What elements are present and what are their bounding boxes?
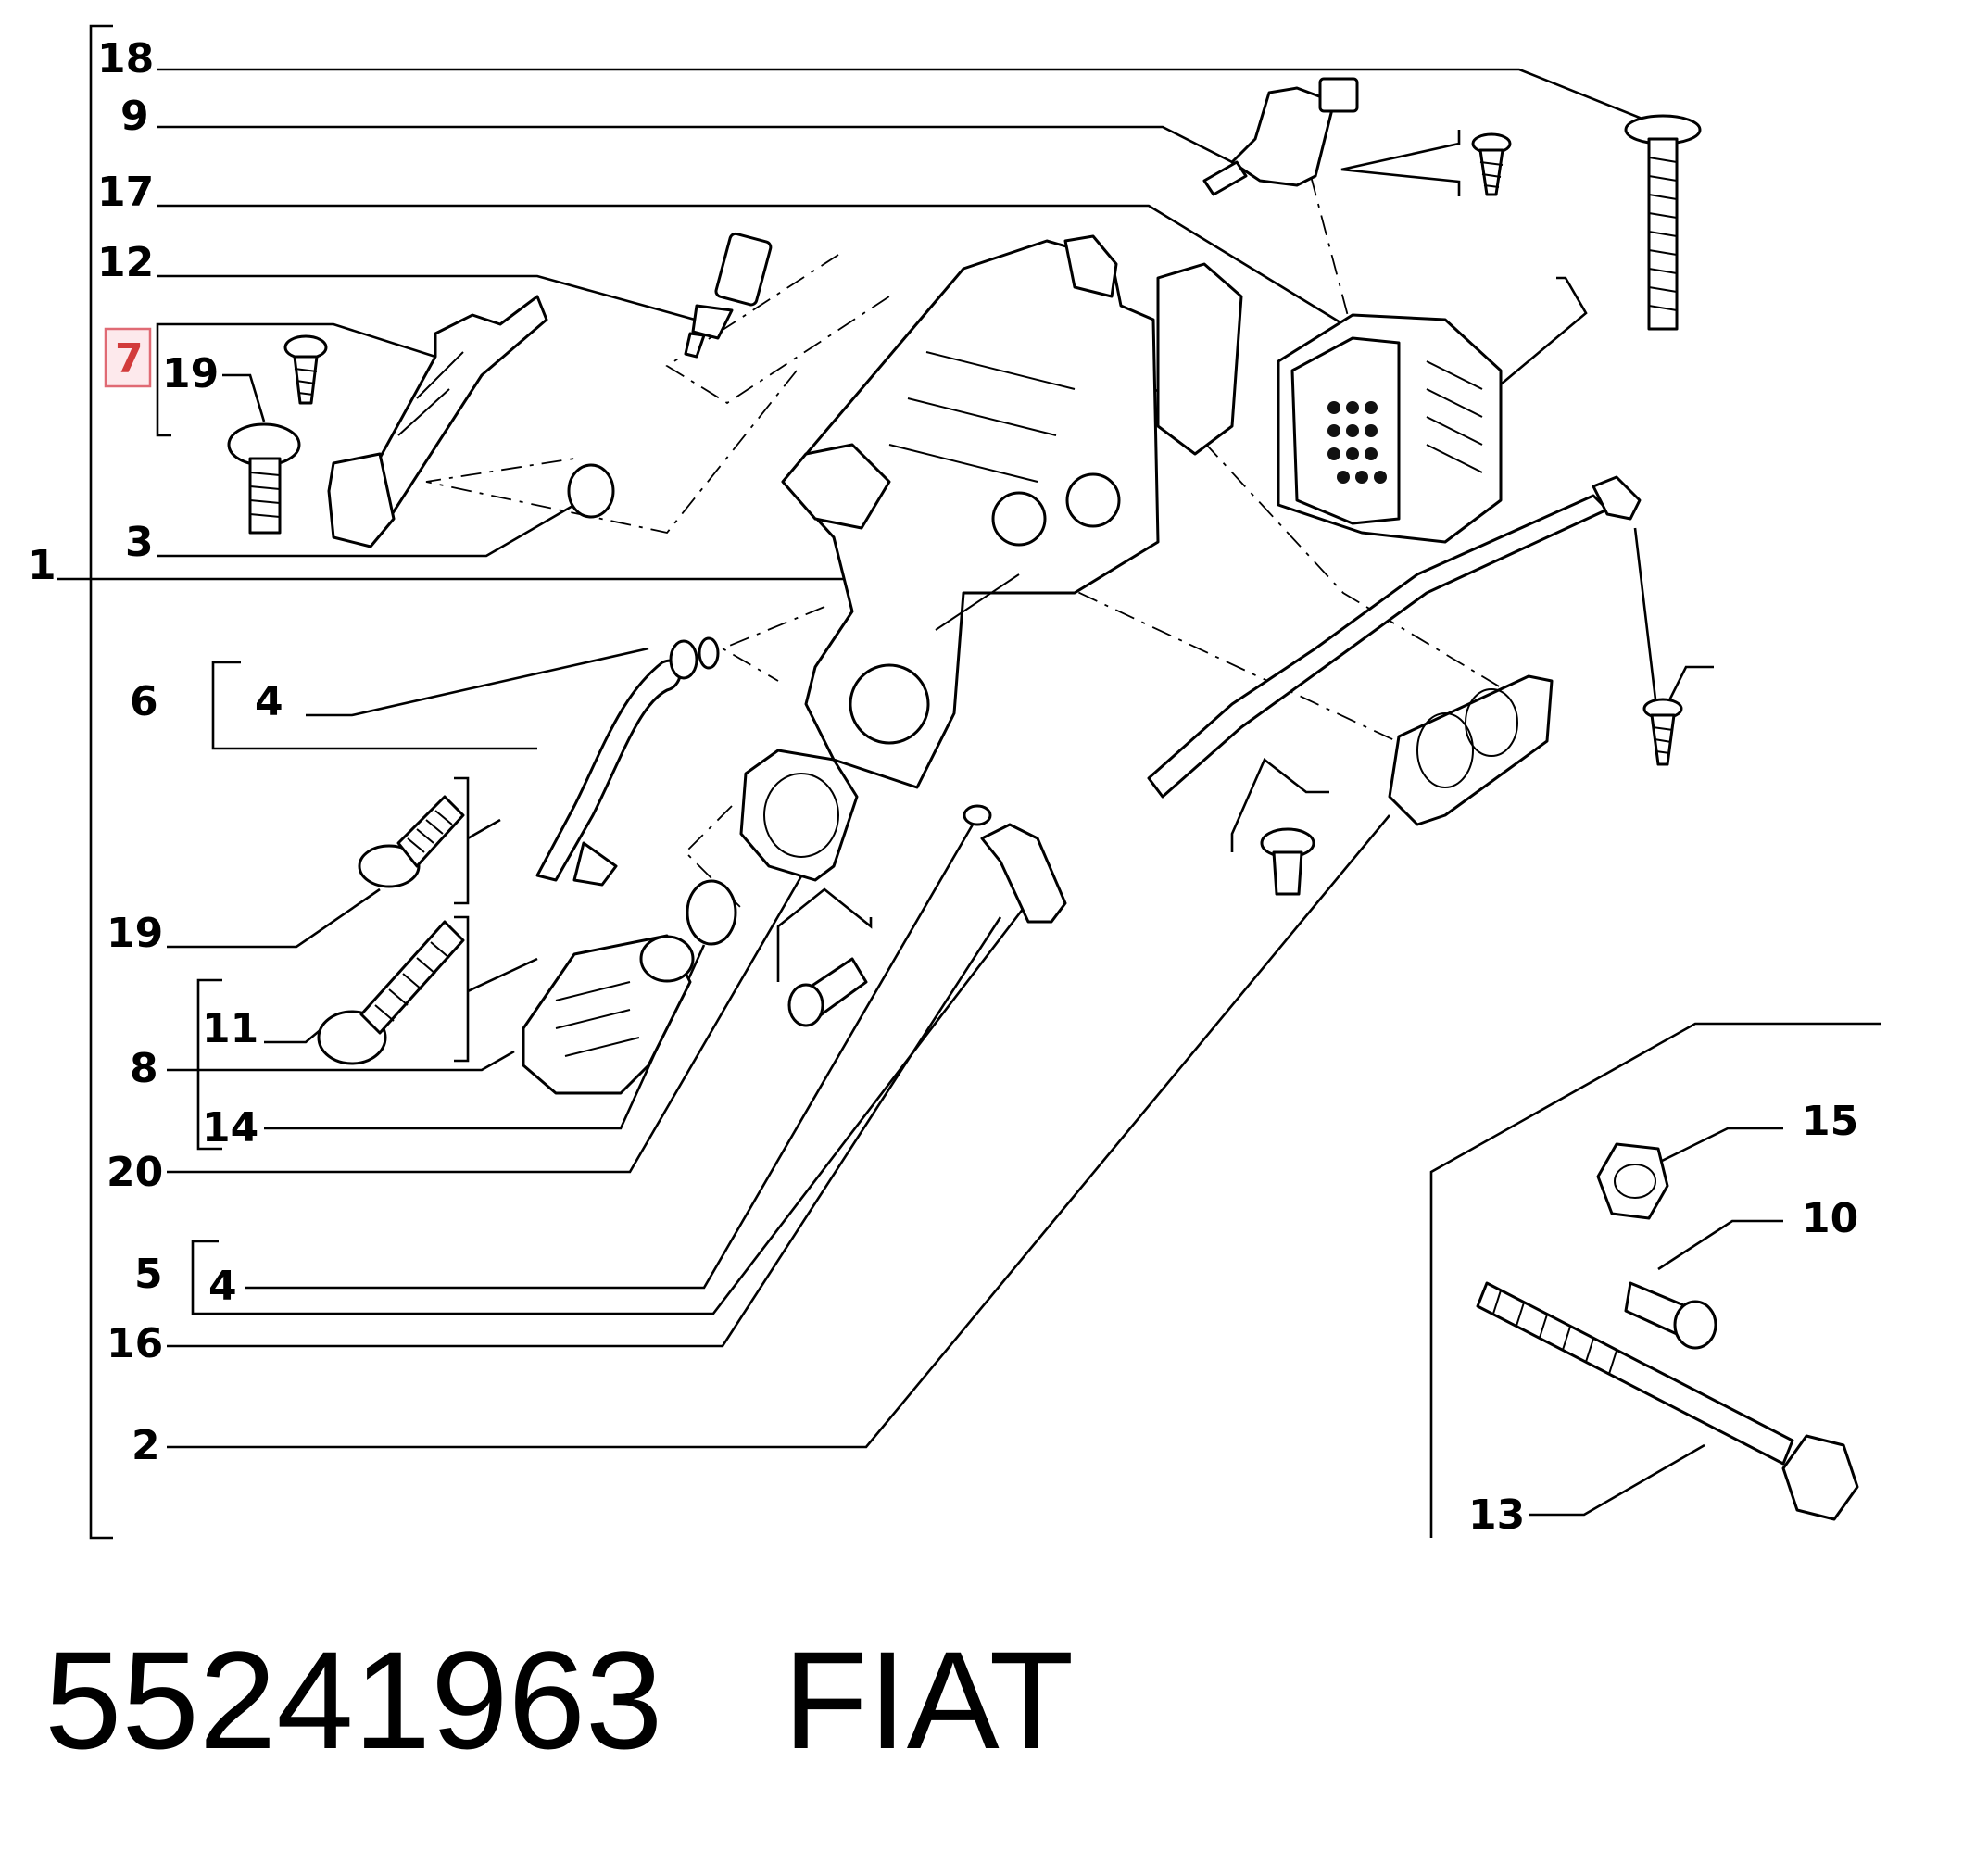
callout-9: 9 bbox=[120, 93, 149, 140]
callout-4a: 4 bbox=[255, 678, 283, 725]
leader-13 bbox=[1529, 1443, 1705, 1517]
egr-cooler-body-1 bbox=[781, 234, 1160, 789]
o-ring-14 bbox=[686, 879, 737, 946]
screw-bracket-top bbox=[1340, 130, 1461, 196]
subgroup-8-bracket bbox=[196, 978, 222, 1151]
gasket-2 bbox=[1388, 674, 1554, 826]
leader-12 bbox=[157, 274, 696, 321]
callout-15: 15 bbox=[1802, 1098, 1858, 1145]
leader-10 bbox=[1657, 1219, 1783, 1271]
self-tapping-screw-top bbox=[1471, 132, 1512, 196]
callout-5: 5 bbox=[134, 1251, 163, 1298]
flange-screw-18 bbox=[1624, 114, 1702, 331]
screw-bracket-lower bbox=[1230, 757, 1329, 852]
callout-1: 1 bbox=[28, 542, 57, 589]
callout-19a: 19 bbox=[162, 350, 219, 397]
valve-gasket bbox=[1156, 262, 1243, 456]
dowel-bracket bbox=[776, 887, 873, 982]
leader-15 bbox=[1657, 1127, 1783, 1164]
leader-5b bbox=[219, 907, 1025, 1315]
assembly-bracket bbox=[89, 24, 113, 1540]
axis-thermostat bbox=[665, 254, 890, 405]
callout-16: 16 bbox=[107, 1320, 163, 1367]
subgroup-5-bracket bbox=[191, 1240, 219, 1315]
leader-3 bbox=[157, 503, 575, 558]
subgroup-7-bracket bbox=[156, 322, 176, 437]
leader-9 bbox=[157, 125, 1242, 169]
leader-7 bbox=[176, 322, 436, 359]
flange-bolt-small bbox=[1260, 827, 1315, 896]
callout-4b: 4 bbox=[208, 1263, 237, 1310]
leader-1 bbox=[57, 536, 927, 581]
self-tapping-screw-left bbox=[283, 334, 328, 405]
coolant-pipe-16 bbox=[1147, 475, 1642, 799]
bolt-19b bbox=[358, 795, 465, 888]
screw-bracket-mid bbox=[1633, 527, 1714, 727]
o-ring-3 bbox=[567, 463, 615, 519]
callout-17: 17 bbox=[97, 169, 154, 216]
leader-19a bbox=[222, 373, 266, 422]
long-bolt-13 bbox=[1476, 1281, 1859, 1521]
callout-8: 8 bbox=[130, 1045, 158, 1092]
axis-body bbox=[425, 370, 798, 534]
callout-7: 7 bbox=[115, 335, 144, 383]
leader-19b bbox=[167, 887, 381, 949]
screw-bracket-right bbox=[1500, 276, 1588, 385]
egr-valve-17 bbox=[1277, 313, 1503, 544]
axis-sensor bbox=[1310, 175, 1353, 334]
callout-12: 12 bbox=[97, 239, 154, 286]
callout-13: 13 bbox=[1468, 1492, 1525, 1539]
bolt-bracket-19b bbox=[454, 776, 501, 905]
o-ring-4b bbox=[963, 804, 992, 826]
part-number: 55241963 bbox=[44, 1622, 663, 1778]
self-tapping-screw-right bbox=[1642, 698, 1683, 766]
sensor-9 bbox=[1202, 77, 1359, 196]
callout-2: 2 bbox=[132, 1422, 160, 1469]
cap-screw-10 bbox=[1624, 1281, 1717, 1350]
leader-4b bbox=[245, 824, 975, 1290]
throttle-8 bbox=[522, 934, 695, 1095]
callout-6: 6 bbox=[130, 678, 158, 725]
leader-2 bbox=[167, 814, 1391, 1449]
gasket-20 bbox=[739, 749, 859, 882]
coolant-pipe-7 bbox=[327, 295, 548, 548]
brand-name: FIAT bbox=[783, 1622, 1075, 1778]
bolt-bracket-11 bbox=[454, 915, 538, 1063]
callout-10: 10 bbox=[1802, 1195, 1858, 1242]
pipe-adapter-5 bbox=[980, 823, 1067, 924]
leader-4a bbox=[306, 647, 649, 717]
callout-19b: 19 bbox=[107, 910, 163, 957]
axis-pipe bbox=[720, 606, 825, 682]
leader-18 bbox=[157, 68, 1659, 127]
coolant-return-pipe-6 bbox=[535, 636, 720, 887]
bolt-11 bbox=[317, 920, 465, 1065]
flange-nut-15 bbox=[1596, 1142, 1669, 1220]
socket-screw bbox=[787, 957, 868, 1027]
axis-valve bbox=[1120, 351, 1529, 705]
temp-sensor-12 bbox=[684, 232, 773, 359]
callout-7-highlight bbox=[104, 327, 152, 388]
detail-box-frame bbox=[1429, 1022, 1881, 1538]
callout-11: 11 bbox=[202, 1005, 258, 1052]
subgroup-6-bracket bbox=[211, 661, 537, 750]
callout-3: 3 bbox=[125, 519, 154, 566]
callout-20: 20 bbox=[107, 1149, 163, 1196]
leader-8 bbox=[167, 1050, 515, 1072]
callout-14: 14 bbox=[202, 1104, 258, 1152]
bolt-19a bbox=[227, 422, 301, 535]
callout-18: 18 bbox=[97, 35, 154, 82]
leader-17 bbox=[157, 204, 1344, 326]
leader-20 bbox=[167, 851, 817, 1174]
